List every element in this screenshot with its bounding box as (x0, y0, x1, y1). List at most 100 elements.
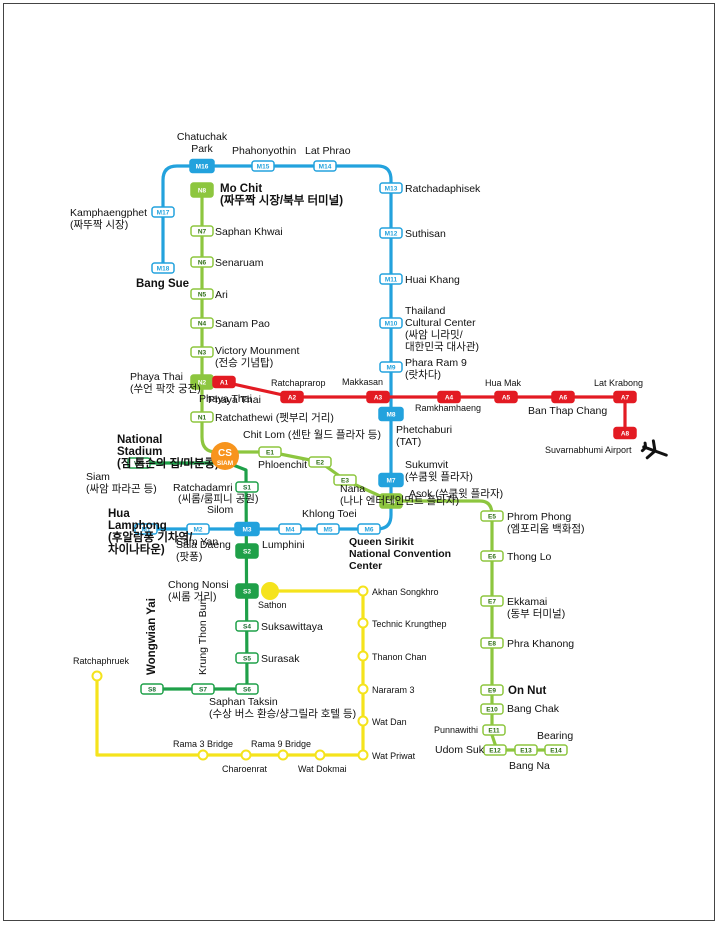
station-a5[interactable]: A5 (494, 390, 518, 404)
station-b9[interactable] (277, 749, 289, 761)
station-w1[interactable]: W1 (127, 457, 151, 469)
station-code: N1 (198, 414, 207, 421)
station-n3[interactable]: N3 (190, 346, 214, 358)
station-a7[interactable]: A7 (613, 390, 637, 404)
station-code: N8 (198, 187, 207, 194)
station-label: Ratchaprarop (271, 378, 326, 388)
station-m9[interactable]: M9 (379, 361, 403, 373)
station-marker (366, 390, 390, 404)
station-b10[interactable] (240, 749, 252, 761)
station-label: Thong Lo (507, 551, 552, 563)
station-marker (189, 158, 215, 174)
station-s7[interactable]: S7 (191, 683, 215, 695)
station-label: Thanon Chan (372, 652, 427, 662)
station-b5[interactable] (357, 683, 369, 695)
station-label: Kamphaengphet(짜뚜짝 시장) (70, 207, 147, 231)
station-e6[interactable]: E6 (480, 550, 504, 562)
station-b8[interactable] (314, 749, 326, 761)
station-a1[interactable]: A1 (212, 375, 236, 389)
station-marker (190, 317, 214, 329)
station-label: Makkasan (342, 377, 383, 387)
station-m16[interactable]: M16 (189, 158, 215, 174)
station-s5[interactable]: S5 (235, 652, 259, 664)
station-marker (379, 493, 403, 509)
station-m15[interactable]: M15 (251, 160, 275, 172)
station-e3[interactable]: E3 (333, 474, 357, 486)
station-n2[interactable]: N2 (190, 374, 214, 390)
station-m3[interactable]: M3 (234, 521, 260, 537)
station-e11[interactable]: E11 (482, 724, 506, 736)
station-e9[interactable]: E9 (480, 684, 504, 696)
station-e14[interactable]: E14 (544, 744, 568, 756)
station-e13[interactable]: E13 (514, 744, 538, 756)
station-label: Sala Daeng(팟퐁) (176, 539, 231, 563)
station-marker (191, 683, 215, 695)
station-m6[interactable]: M6 (357, 523, 381, 535)
station-a6[interactable]: A6 (551, 390, 575, 404)
station-m1[interactable]: M1 (134, 523, 158, 535)
station-e4[interactable]: E4 (379, 493, 403, 509)
station-marker (308, 456, 332, 468)
station-code: M9 (386, 364, 395, 371)
station-a2[interactable]: A2 (280, 390, 304, 404)
station-marker (134, 523, 158, 535)
station-b1[interactable] (261, 582, 279, 600)
station-n5[interactable]: N5 (190, 288, 214, 300)
station-m13[interactable]: M13 (379, 182, 403, 194)
station-b7[interactable] (357, 749, 369, 761)
station-b2[interactable] (357, 585, 369, 597)
station-marker (190, 256, 214, 268)
station-label: Punnawithi (434, 725, 478, 735)
station-b6[interactable] (357, 715, 369, 727)
station-e5[interactable]: E5 (480, 510, 504, 522)
central-station-code: CS (218, 448, 232, 459)
station-e10[interactable]: E10 (480, 703, 504, 715)
station-b4[interactable] (357, 650, 369, 662)
station-marker (379, 273, 403, 285)
station-m4[interactable]: M4 (278, 523, 302, 535)
station-marker (544, 744, 568, 756)
station-label: Ratchadaphisek (405, 183, 481, 195)
station-s1[interactable]: S1 (235, 481, 259, 493)
station-e7[interactable]: E7 (480, 595, 504, 607)
station-m11[interactable]: M11 (379, 273, 403, 285)
station-a3[interactable]: A3 (366, 390, 390, 404)
station-m8[interactable]: M8 (378, 406, 404, 422)
station-e1[interactable]: E1 (258, 446, 282, 458)
station-m2[interactable]: M2 (186, 523, 210, 535)
airplane-icon (640, 439, 668, 460)
station-b12[interactable] (91, 670, 103, 682)
station-m14[interactable]: M14 (313, 160, 337, 172)
station-m10[interactable]: M10 (379, 317, 403, 329)
station-m12[interactable]: M12 (379, 227, 403, 239)
central-station-siam[interactable]: CS SIAM (211, 442, 239, 470)
station-s6[interactable]: S6 (235, 683, 259, 695)
station-s4[interactable]: S4 (235, 620, 259, 632)
station-e2[interactable]: E2 (308, 456, 332, 468)
station-a4[interactable]: A4 (437, 390, 461, 404)
station-m7[interactable]: M7 (378, 472, 404, 488)
station-e8[interactable]: E8 (480, 637, 504, 649)
station-marker (333, 474, 357, 486)
station-s2[interactable]: S2 (235, 543, 259, 559)
station-n6[interactable]: N6 (190, 256, 214, 268)
station-m5[interactable]: M5 (316, 523, 340, 535)
station-m17[interactable]: M17 (151, 206, 175, 218)
station-code: E6 (488, 553, 496, 560)
station-b3[interactable] (357, 617, 369, 629)
station-e12[interactable]: E12 (483, 744, 507, 756)
brt-line (95, 589, 365, 757)
station-marker (480, 550, 504, 562)
station-n4[interactable]: N4 (190, 317, 214, 329)
station-n1[interactable]: N1 (190, 411, 214, 423)
station-b11[interactable] (197, 749, 209, 761)
station-marker (357, 683, 369, 695)
station-s3[interactable]: S3 (235, 583, 259, 599)
station-label: Saphan Khwai (215, 226, 283, 238)
station-a8[interactable]: A8 (613, 426, 637, 440)
station-code: N7 (198, 228, 207, 235)
station-n7[interactable]: N7 (190, 225, 214, 237)
station-m18[interactable]: M18 (151, 262, 175, 274)
station-n8[interactable]: N8 (190, 182, 214, 198)
station-s8[interactable]: S8 (140, 683, 164, 695)
